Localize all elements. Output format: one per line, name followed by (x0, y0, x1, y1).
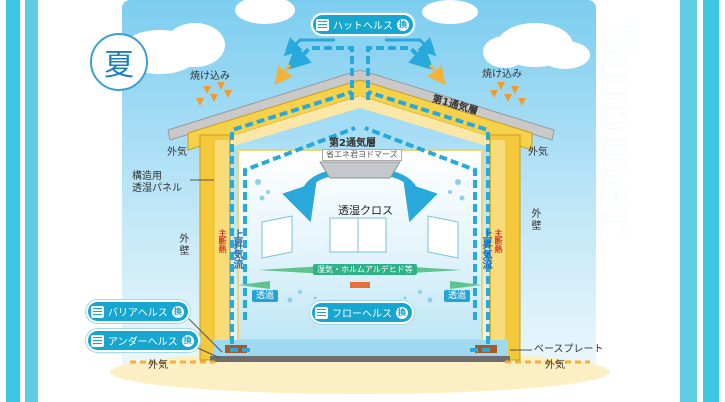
fan-unit (319, 161, 401, 179)
outer-air-left-label: 外気 (167, 147, 187, 158)
updraft-left-label: 上昇気流 (231, 229, 242, 269)
hat-health-label: ハットヘルス 換 (313, 15, 413, 34)
window-center (329, 217, 387, 253)
left-frame-stripe (0, 0, 50, 402)
outer-air-right-label: 外気 (528, 147, 548, 158)
barrier-health-label: バリアヘルス 換 (88, 302, 188, 321)
under-health-label: アンダーヘルス 換 (88, 331, 198, 350)
main-insulation-right-label: 主断熱 (494, 229, 503, 253)
right-frame-stripe (667, 0, 725, 402)
sun-marks-left (196, 82, 232, 106)
summer-title: Summer (590, 22, 646, 235)
foundation-slab (210, 356, 510, 362)
cloth-label: 透湿クロス (338, 204, 393, 217)
yakekomi-left-label: 焼け込み (190, 71, 230, 82)
cloud-right (483, 23, 590, 69)
main-insulation-left-label: 主断熱 (218, 229, 227, 253)
flow-vent (350, 282, 370, 288)
wall-right-label: 外壁 (529, 208, 540, 232)
wall-left-label: 外壁 (177, 233, 188, 257)
roof-layer (200, 96, 520, 156)
moisture-label: 湿気・ホルムアルデヒド等 (313, 264, 417, 275)
sun-marks-right (490, 82, 526, 106)
flow-health-label: フローヘルス 換 (312, 303, 412, 322)
updraft-right-label: 上昇気流 (480, 229, 491, 269)
airflow-paths (230, 45, 490, 352)
outer-air-bottom-right-label: 外気 (545, 360, 565, 371)
outer-air-bottom-left-label: 外気 (148, 360, 168, 371)
ventilation-mark-icon: 換 (181, 334, 194, 347)
vent-icon (91, 305, 104, 318)
cloud-top (235, 0, 478, 24)
permeate-right-label: 透過 (444, 290, 471, 302)
foundation-space (213, 340, 508, 356)
ventilation-mark-icon: 換 (397, 18, 409, 31)
window-right (427, 215, 459, 259)
yakekomi-right-label: 焼け込み (482, 69, 522, 80)
window-left (261, 215, 293, 259)
bubbles (255, 179, 465, 303)
fan-label: 省エネ君ヨドマーズ (322, 149, 402, 161)
permeate-left-label: 透過 (252, 290, 279, 302)
ventilation-mark-icon: 換 (396, 306, 408, 319)
vent-icon (91, 334, 104, 347)
vent-icon (316, 18, 329, 31)
ventilation-mark-icon: 換 (171, 305, 184, 318)
right-wall-inner (491, 140, 505, 355)
panel-label: 構造用 透湿パネル (132, 171, 182, 194)
base-plate-label: ベースプレート (534, 344, 604, 355)
left-wall-inner (215, 140, 229, 355)
vent-icon (315, 306, 328, 319)
top-arrows (283, 37, 437, 57)
second-layer-label: 第2通気層 (329, 138, 376, 149)
outside-air-paths (130, 64, 590, 364)
summer-kanji-badge: 夏 (90, 33, 148, 91)
